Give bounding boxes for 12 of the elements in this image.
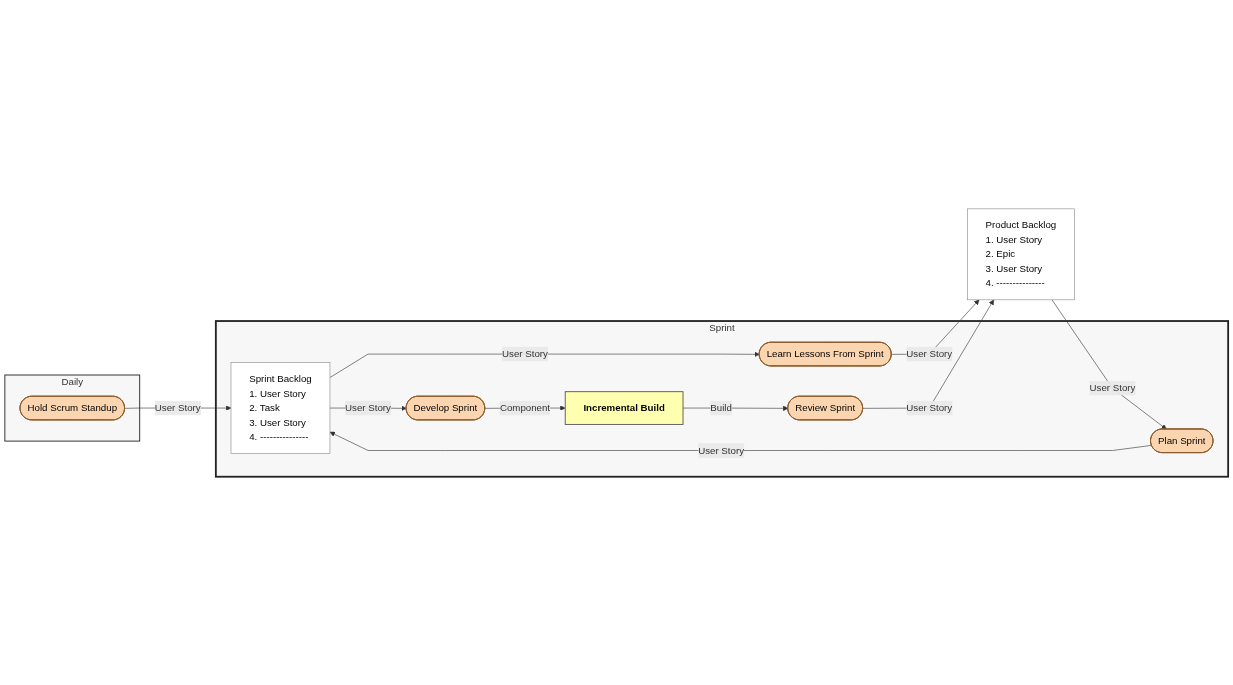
node-box: Sprint Backlog 1. User Story 2. Task 3. User Story 4. --------------- [230, 361, 331, 454]
node-box: Product Backlog 1. User Story 2. Epic 3. User Story 4. --------------- [967, 208, 1075, 300]
edge-label: User Story [345, 402, 391, 413]
node-box: Incremental Build [564, 390, 684, 425]
edge-label: User Story [1089, 382, 1136, 393]
edge-label: User Story [906, 348, 953, 359]
edge-label: Build [710, 402, 732, 413]
edge-label: User Story [502, 348, 548, 359]
edge-label: Component [499, 402, 551, 413]
edge-label: User Story [698, 444, 745, 456]
edge-label: User Story [154, 402, 201, 413]
edge-label: User Story [906, 402, 953, 413]
